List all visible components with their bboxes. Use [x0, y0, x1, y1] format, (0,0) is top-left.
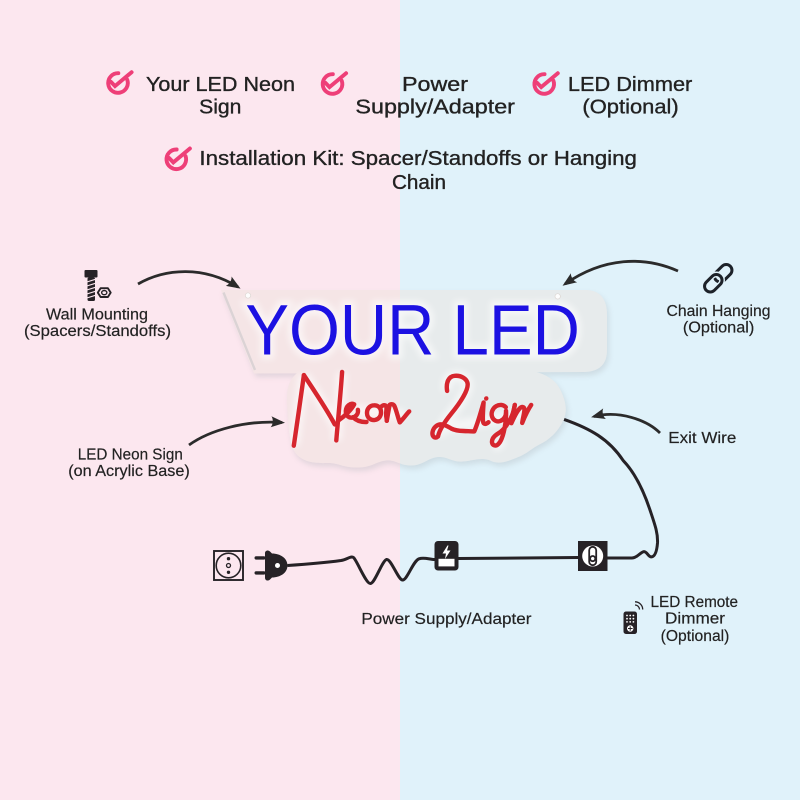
svg-text:Installation Kit: Spacer/Stand: Installation Kit: Spacer/Standoffs or Ha…	[199, 148, 637, 170]
svg-text:LED Remote: LED Remote	[651, 594, 739, 611]
svg-text:(Spacers/Standoffs): (Spacers/Standoffs)	[24, 323, 171, 340]
svg-text:Your LED Neon: Your LED Neon	[146, 74, 295, 96]
svg-text:(Optional): (Optional)	[582, 97, 678, 119]
svg-text:LED Neon Sign: LED Neon Sign	[78, 446, 183, 463]
svg-text:Power: Power	[402, 74, 468, 96]
svg-text:Wall Mounting: Wall Mounting	[46, 307, 148, 324]
svg-text:Chain: Chain	[392, 172, 446, 194]
svg-text:Power Supply/Adapter: Power Supply/Adapter	[361, 611, 531, 628]
svg-text:(Optional): (Optional)	[683, 320, 755, 337]
svg-text:Chain Hanging: Chain Hanging	[667, 303, 771, 320]
svg-text:(on Acrylic Base): (on Acrylic Base)	[68, 463, 190, 480]
svg-text:Sign: Sign	[199, 97, 241, 119]
svg-text:Exit Wire: Exit Wire	[668, 430, 736, 447]
svg-text:Supply/Adapter: Supply/Adapter	[355, 97, 515, 119]
svg-text:LED Dimmer: LED Dimmer	[568, 74, 693, 96]
svg-text:Dimmer: Dimmer	[665, 611, 725, 628]
svg-text:(Optional): (Optional)	[661, 628, 730, 645]
